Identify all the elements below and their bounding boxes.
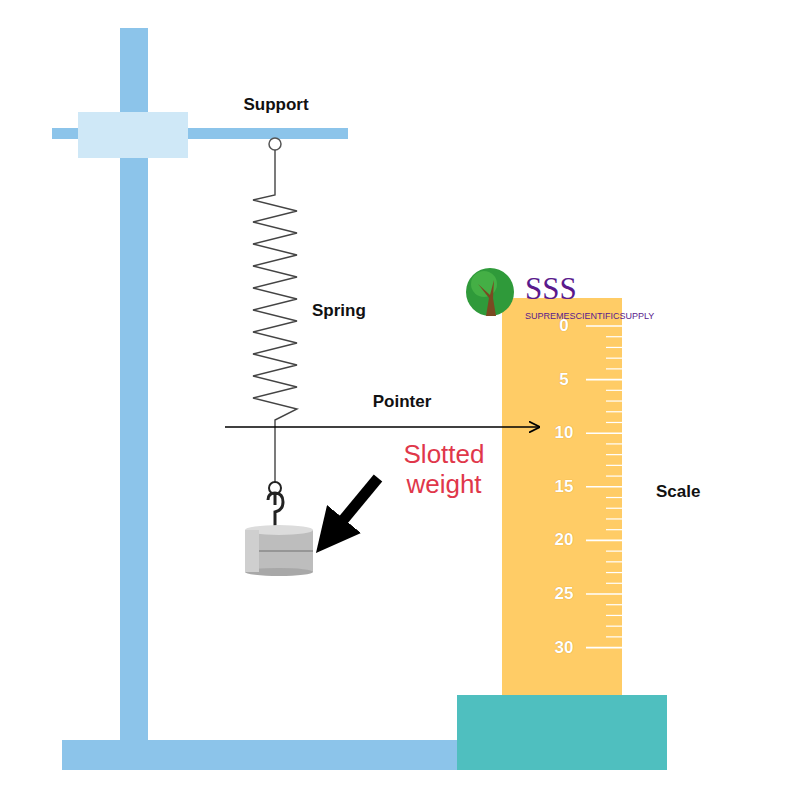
scale-number: 15	[555, 477, 574, 497]
scale-number: 10	[555, 423, 574, 443]
scale-number: 30	[555, 638, 574, 658]
callout-arrow	[330, 478, 378, 536]
stand-base	[62, 740, 462, 770]
measuring-scale: 051015202530	[502, 298, 622, 695]
part-label: Support	[243, 95, 308, 115]
logo-text: SSS	[525, 271, 577, 307]
scale-number: 25	[555, 584, 574, 604]
callout-label: Slotted weight	[389, 440, 499, 500]
logo-subtitle: SUPREMESCIENTIFICSUPPLY	[525, 311, 654, 321]
scale-number: 20	[555, 530, 574, 550]
scale-number: 5	[559, 370, 568, 390]
pointer-line	[225, 426, 540, 428]
spring-coil	[253, 150, 297, 482]
spring-wire	[253, 150, 297, 482]
part-label: Scale	[656, 482, 700, 502]
part-label: Spring	[312, 301, 366, 321]
scale-ticks	[502, 298, 622, 695]
slotted-weight	[245, 525, 313, 576]
spring-hook	[269, 138, 281, 150]
part-label: Pointer	[373, 392, 432, 412]
scale-base	[457, 695, 667, 770]
clamp	[78, 112, 188, 158]
weight-hook	[268, 493, 283, 528]
